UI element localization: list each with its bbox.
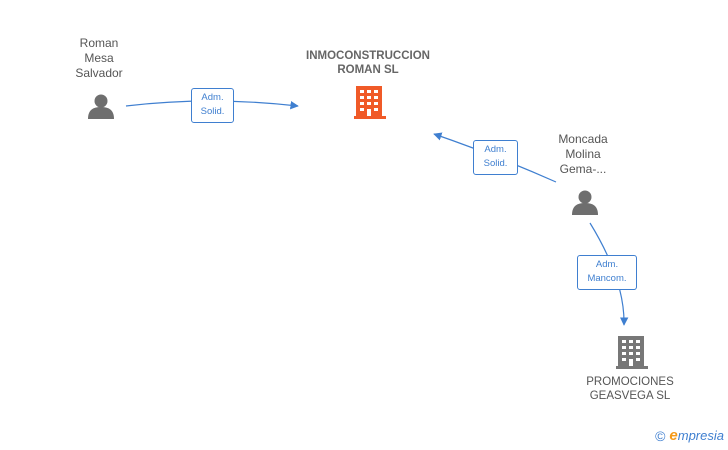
edge-label-adm-solid: Adm. Solid. [473,140,518,175]
person-icon[interactable] [572,190,598,216]
empresia-logo: © empresia [655,427,724,444]
building-icon[interactable] [616,336,648,369]
brand-initial: e [669,427,678,444]
edge-label-adm-mancom: Adm. Mancom. [577,255,637,290]
building-icon[interactable] [354,86,386,119]
person-label-roman[interactable]: Roman Mesa Salvador [75,36,123,80]
company-label-promociones[interactable]: PROMOCIONES GEASVEGA SL [586,376,674,402]
brand-name: mpresia [677,428,724,443]
company-label-inmoconstruccion[interactable]: INMOCONSTRUCCION ROMAN SL [306,50,430,76]
person-icon[interactable] [88,94,114,120]
person-label-moncada[interactable]: Moncada Molina Gema-... [558,132,608,176]
copyright-symbol: © [655,427,666,444]
edge-label-adm-solid: Adm. Solid. [191,88,234,123]
